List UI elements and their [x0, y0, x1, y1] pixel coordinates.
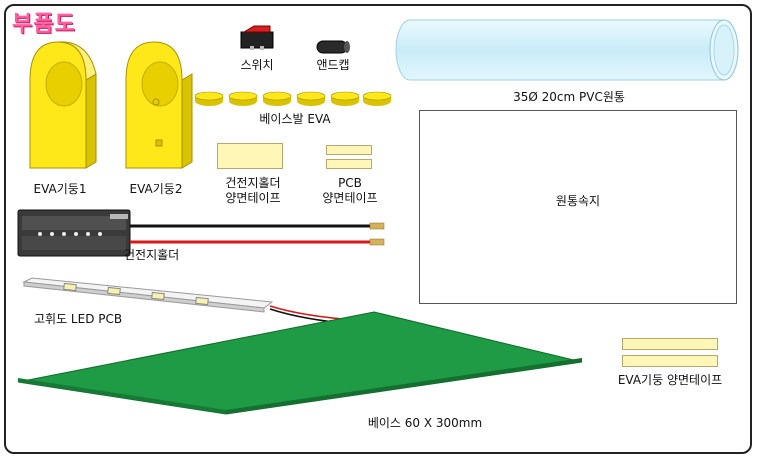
pcb-tape-strip-icon [326, 159, 372, 169]
eva-column-tape-strip-icon [622, 338, 718, 350]
pcb-tape-label-line2: 양면테이프 [322, 191, 378, 205]
eva-column-1-label: EVA기둥1 [33, 182, 87, 196]
tube-paper [419, 110, 737, 304]
base-plate [17, 311, 583, 415]
end-cap-icon [316, 40, 350, 54]
pvc-tube [395, 19, 739, 81]
eva-column-tape-strip-icon [622, 355, 718, 367]
battery-holder-label: 건전지홀더 [124, 248, 180, 262]
eva-feet-label: 베이스발 EVA [259, 112, 331, 126]
end-cap-label: 앤드캡 [316, 58, 350, 72]
tube-paper-label: 원통속지 [555, 194, 601, 208]
eva-column-1 [29, 41, 97, 169]
base-label: 베이스 60 X 300mm [367, 416, 483, 430]
page-title: 부품도 [12, 12, 76, 37]
led-pcb-label: 고휘도 LED PCB [34, 312, 123, 326]
pcb-tape-label-line1: PCB [338, 176, 362, 190]
switch-label: 스위치 [240, 58, 274, 72]
eva-column-2 [125, 41, 193, 169]
eva-foot-disc-icon [194, 91, 392, 106]
holder-tape-label-line2: 양면테이프 [225, 191, 281, 205]
led-pcb-strip [22, 277, 355, 325]
eva-column-2-label: EVA기둥2 [129, 182, 183, 196]
battery-holder [17, 209, 385, 257]
holder-tape-label-line1: 건전지홀더 [225, 176, 281, 190]
rocker-switch-icon [240, 25, 274, 50]
pvc-tube-label: 35Ø 20cm PVC원통 [513, 90, 625, 104]
holder-tape-icon [217, 143, 283, 169]
eva-column-tape-label: EVA기둥 양면테이프 [617, 373, 723, 387]
pcb-tape-strip-icon [326, 145, 372, 155]
